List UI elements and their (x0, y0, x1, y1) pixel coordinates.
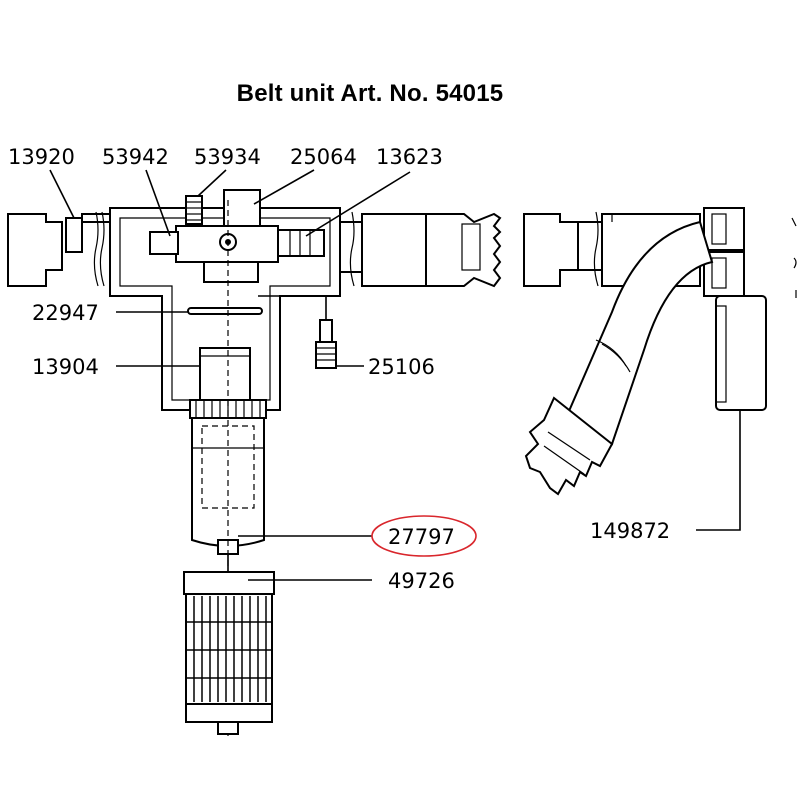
knurled-nut (185, 195, 203, 225)
left-belt-assembly (7, 189, 502, 740)
leader-lines (49, 169, 741, 581)
part-label-27797: 27797 (388, 525, 455, 549)
part-label-53942: 53942 (102, 145, 169, 169)
right-belt-assembly (523, 207, 767, 496)
part-label-22947: 22947 (32, 301, 99, 325)
part-label-25064: 25064 (290, 145, 357, 169)
part-label-13904: 13904 (32, 355, 99, 379)
part-label-149872: 149872 (590, 519, 670, 543)
part-label-25106: 25106 (368, 355, 435, 379)
highlight-ellipse (371, 515, 477, 557)
part-label-49726: 49726 (388, 569, 455, 593)
part-label-13920: 13920 (8, 145, 75, 169)
part-label-13623: 13623 (376, 145, 443, 169)
diagram-title: Belt unit Art. No. 54015 (236, 80, 504, 107)
part-labels: 13920 53942 53934 25064 13623 22947 1390… (8, 145, 670, 593)
part-label-53934: 53934 (194, 145, 261, 169)
edge-marks (791, 217, 797, 298)
